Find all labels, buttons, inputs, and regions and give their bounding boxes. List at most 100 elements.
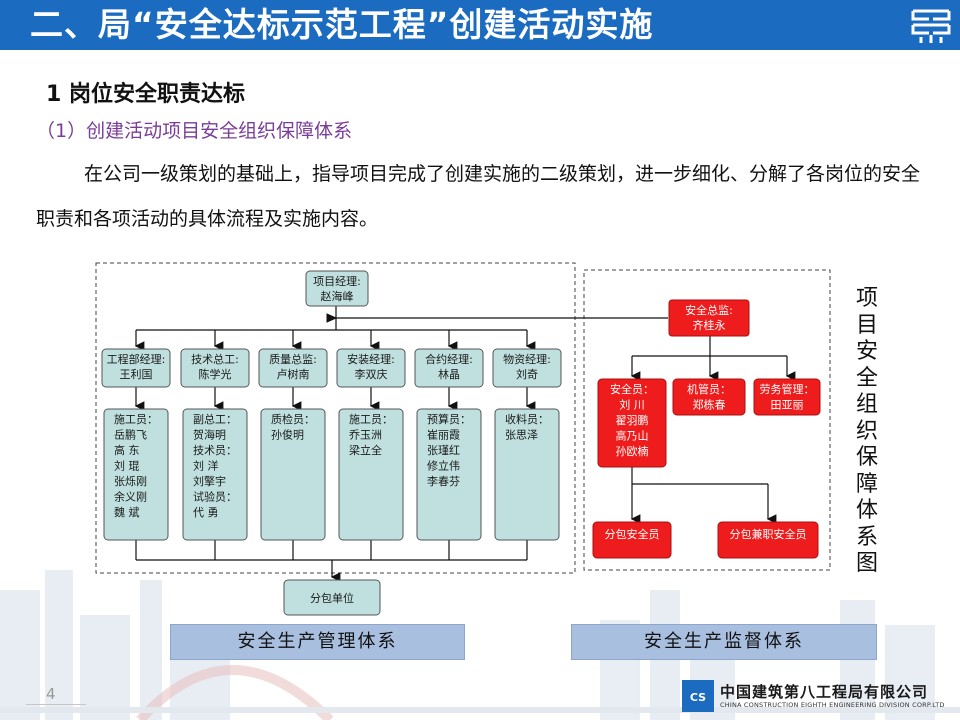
team-box-line: 修立伟	[427, 459, 460, 473]
team-box: 质检员： 孙俊明	[260, 408, 326, 541]
team-box-line: 刘 琨	[114, 460, 140, 473]
manager-box-line: 李双庆	[355, 367, 388, 381]
team-box-rect	[494, 408, 560, 541]
safety-staff-box-line: 郑栋春	[693, 398, 726, 412]
project-manager-box: 项目经理: 赵海峰	[305, 270, 369, 307]
manager-box-line: 卢树南	[277, 367, 310, 381]
slide-title: 二、局“安全达标示范工程”创建活动实施	[30, 5, 654, 44]
manager-box-line: 物资经理:	[503, 352, 551, 366]
safety-staff-box-line: 安全员：	[610, 382, 654, 396]
subcontractor-label: 分包单位	[310, 591, 354, 605]
team-box-line: 技术员：	[193, 444, 237, 457]
team-box-line: 质检员：	[271, 412, 315, 426]
project-manager-role: 项目经理:	[313, 275, 361, 288]
safety-director-box: 安全总监: 齐桂永	[668, 299, 750, 337]
safety-staff-box-rect	[597, 378, 667, 468]
manager-row: 工程部经理:王利国技术总工:陈学光质量总监:卢树南安装经理:李双庆合约经理:林晶…	[101, 348, 562, 388]
safety-staff-box-line: 机管员：	[687, 382, 731, 396]
manager-box-rect	[414, 348, 484, 388]
team-box-line: 魏 斌	[114, 505, 140, 519]
team-box-line: 施工员：	[349, 413, 393, 426]
team-box-line: 试验员：	[193, 490, 237, 504]
manager-box: 物资经理:刘奇	[492, 348, 562, 388]
manager-box-rect	[101, 348, 171, 388]
team-box-line: 收料员：	[505, 412, 549, 426]
safety-staff-box-line: 刘 川	[619, 399, 645, 412]
manager-box-line: 合约经理:	[425, 352, 473, 366]
subcontract-safety-box-line: 分包兼职安全员	[730, 527, 807, 541]
manager-box: 安装经理:李双庆	[336, 348, 406, 388]
subcontractor-box: 分包单位	[283, 579, 381, 616]
team-box-line: 李春芬	[427, 474, 460, 488]
right-connectors	[630, 336, 796, 524]
safety-staff-box-line: 孙欧楠	[616, 444, 649, 458]
svg-text:CS: CS	[690, 691, 706, 704]
supervision-system-label: 安全生产监督体系	[571, 624, 877, 660]
team-box-line: 刘擎宇	[193, 474, 226, 488]
section-heading: 1 岗位安全职责达标	[46, 82, 245, 107]
footer-company-cn: 中国建筑第八工程局有限公司	[720, 683, 929, 701]
safety-staff-box-rect	[753, 378, 821, 416]
supervision-system-frame	[583, 269, 831, 571]
manager-box: 质量总监:卢树南	[258, 348, 328, 388]
diagram-side-title: 项目安全组织保障体系图	[852, 286, 882, 578]
manager-box: 工程部经理: 王利国	[101, 348, 171, 388]
safety-staff-box-rect	[672, 378, 746, 416]
subcontract-safety-row: 分包安全员 分包兼职安全员	[592, 521, 819, 559]
manager-box-rect	[258, 348, 328, 388]
team-box-line: 余义刚	[114, 490, 147, 504]
manager-box-rect	[336, 348, 406, 388]
team-box-line: 预算员：	[427, 412, 471, 426]
team-box-line: 梁立全	[349, 443, 382, 457]
project-manager-name: 赵海峰	[321, 289, 354, 303]
footer-logo-icon: CS	[682, 680, 714, 712]
header-bar: 二、局“安全达标示范工程”创建活动实施	[0, 0, 960, 50]
safety-staff-box: 机管员： 郑栋春	[672, 378, 746, 416]
safety-staff-box-line: 田亚丽	[771, 399, 804, 412]
manager-box-line: 林晶	[438, 367, 460, 381]
safety-staff-box: 劳务管理： 田亚丽	[753, 378, 821, 416]
manager-box-line: 安装经理:	[347, 352, 395, 366]
team-box-line: 刘 洋	[193, 459, 219, 473]
intro-paragraph: 在公司一级策划的基础上，指导项目完成了创建实施的二级策划，进一步细化、分解了各岗…	[36, 163, 921, 230]
manager-box-line: 质量总监:	[269, 352, 317, 366]
subcontract-safety-box-rect	[592, 521, 672, 559]
cscec-logo-icon: CS	[682, 680, 714, 712]
subcontract-safety-box: 分包兼职安全员	[717, 521, 819, 559]
left-connectors	[134, 306, 668, 582]
manager-box-rect	[492, 348, 562, 388]
manager-box-line: 工程部经理:	[107, 352, 166, 366]
team-box: 收料员： 张思泽	[494, 408, 560, 541]
team-box-line: 张烁刚	[114, 475, 147, 488]
subcontract-safety-box: 分包安全员	[592, 521, 672, 559]
manager-box-line: 陈学光	[199, 367, 232, 381]
team-box-line: 张思泽	[505, 429, 538, 442]
team-box-line: 孙俊明	[271, 428, 304, 442]
manager-box: 合约经理:林晶	[414, 348, 484, 388]
team-box-line: 崔丽霞	[427, 428, 460, 442]
manager-box-rect	[180, 348, 250, 388]
subcontract-safety-box-line: 分包安全员	[605, 527, 660, 541]
management-system-frame	[95, 262, 576, 574]
safety-staff-box-line: 劳务管理：	[760, 382, 815, 396]
team-box-line: 施工员：	[114, 413, 158, 426]
team-box-rect	[416, 408, 482, 541]
manager-box-line: 技术总工:	[191, 352, 239, 366]
page-number-underline	[26, 704, 86, 705]
safety-staff-box-line: 翟羽鹏	[616, 414, 649, 427]
team-box-line: 副总工：	[193, 412, 237, 426]
manager-box-line: 王利国	[120, 368, 153, 381]
safety-director-role: 安全总监:	[685, 303, 733, 317]
team-box-line: 张瑾红	[427, 444, 460, 457]
team-box-line: 贺海明	[193, 428, 226, 442]
section-subheading: （1）创建活动项目安全组织保障体系	[36, 120, 353, 142]
subcontract-safety-box-rect	[717, 521, 819, 559]
page-number: 4	[46, 685, 56, 703]
